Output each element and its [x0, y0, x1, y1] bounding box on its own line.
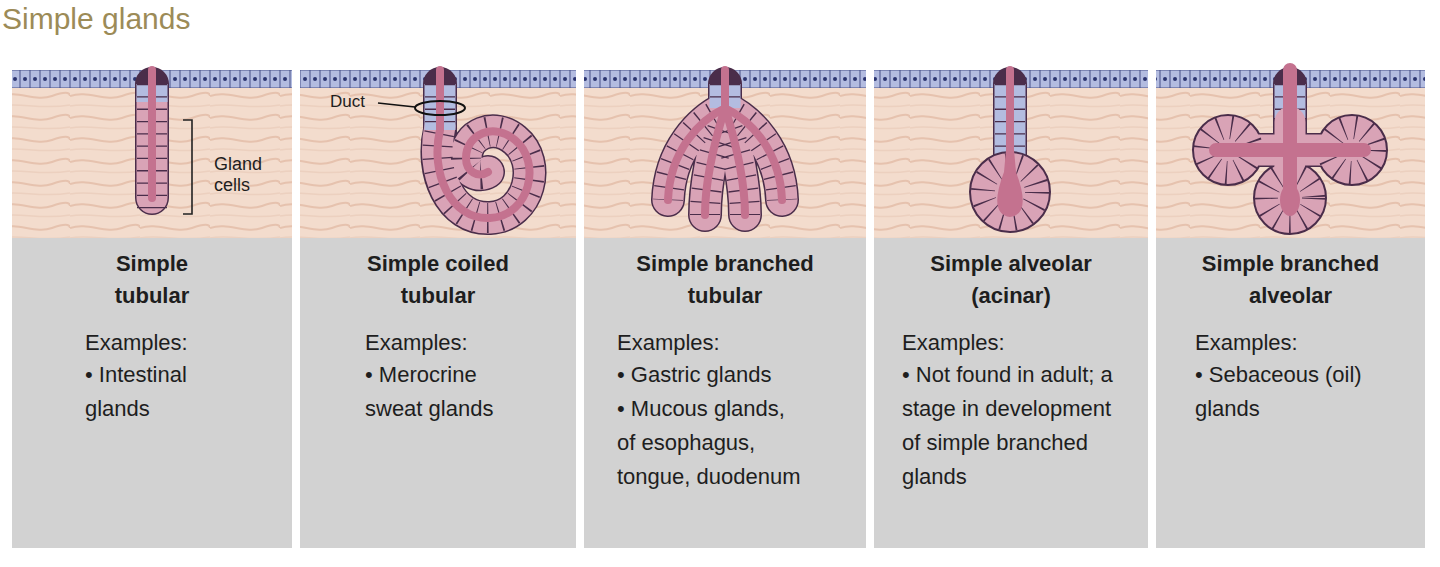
gland-type-heading: Simple branched alveolar: [1181, 248, 1401, 312]
simple-tubular-gland: [152, 70, 192, 214]
gland-cells-label: Gland cells: [214, 154, 280, 195]
gland-type-heading: Simple alveolar (acinar): [906, 248, 1116, 312]
example-item: • Merocrine sweat glands: [365, 358, 525, 426]
simple-branched-tubular-gland: [668, 70, 782, 215]
gland-type-panel: Simple coiled tubularExamples:• Merocrin…: [300, 238, 576, 548]
gland-type-heading: Simple coiled tubular: [348, 248, 528, 312]
tissue-grounds: [12, 70, 1425, 238]
example-item: • Intestinal glands: [85, 358, 235, 426]
examples-heading: Examples:: [85, 328, 235, 358]
gland-type-panel: Simple tubularExamples:• Intestinal glan…: [12, 238, 292, 548]
examples-heading: Examples:: [1195, 328, 1400, 358]
example-item: • Sebaceous (oil) glands: [1195, 358, 1400, 426]
examples-heading: Examples:: [902, 328, 1126, 358]
example-item: • Gastric glands: [617, 358, 809, 392]
gland-type-heading: Simple tubular: [92, 248, 212, 312]
simple-branched-alveolar-gland: [1193, 70, 1387, 234]
examples-heading: Examples:: [365, 328, 525, 358]
example-item: • Not found in adult; a stage in develop…: [902, 358, 1126, 494]
example-item: • Mucous glands, of esophagus, tongue, d…: [617, 392, 809, 494]
examples-heading: Examples:: [617, 328, 809, 358]
gland-type-panel: Simple branched alveolarExamples:• Sebac…: [1156, 238, 1425, 548]
gland-type-panel: Simple branched tubularExamples:• Gastri…: [584, 238, 866, 548]
simple-coiled-tubular-gland: [378, 70, 530, 218]
simple-alveolar-gland: [970, 70, 1050, 232]
gland-type-heading: Simple branched tubular: [620, 248, 830, 312]
diagram-title: Simple glands: [2, 2, 190, 36]
duct-label: Duct: [330, 92, 376, 112]
gland-type-panel: Simple alveolar (acinar) Examples:• Not f…: [874, 238, 1148, 548]
